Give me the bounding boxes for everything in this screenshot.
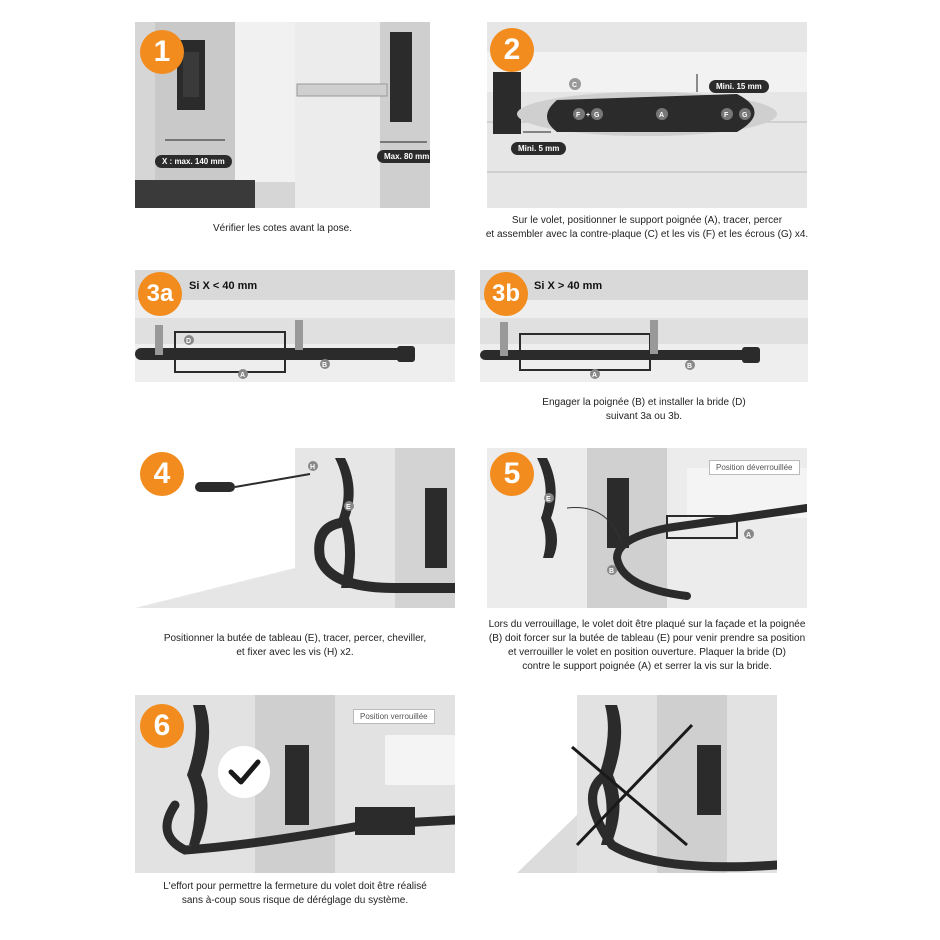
caption-line: Vérifier les cotes avant la pose. bbox=[213, 223, 352, 234]
label-f-left: F bbox=[576, 112, 581, 119]
step1-illustration: X : max. 140 mm Max. 80 mm bbox=[135, 22, 430, 208]
step6-illustration: Position verrouillée bbox=[135, 695, 455, 873]
dimension-tag-x: X : max. 140 mm bbox=[155, 155, 232, 168]
step-badge-3a: 3a bbox=[138, 272, 182, 316]
label-f-right: F bbox=[724, 112, 729, 119]
label-a: A bbox=[240, 372, 245, 379]
label-g-right: G bbox=[742, 112, 748, 119]
caption-line: Sur le volet, positionner le support poi… bbox=[511, 215, 783, 226]
step2-caption: Sur le volet, positionner le support poi… bbox=[478, 214, 816, 242]
step-badge-2: 2 bbox=[490, 28, 534, 72]
step4-caption: Positionner la butée de tableau (E), tra… bbox=[135, 632, 455, 660]
dimension-tag-max: Max. 80 mm bbox=[377, 150, 430, 163]
step3-caption: Engager la poignée (B) et installer la b… bbox=[480, 396, 808, 424]
step-badge-4: 4 bbox=[140, 452, 184, 496]
caption-line: sans à-coup sous risque de déréglage du … bbox=[181, 895, 409, 906]
dimension-tag-mini5: Mini. 5 mm bbox=[511, 142, 567, 155]
caption-line: Engager la poignée (B) et installer la b… bbox=[542, 397, 746, 408]
cross-icon bbox=[571, 723, 694, 847]
caption-line: et verrouiller le volet en position ouve… bbox=[508, 647, 786, 658]
checkmark-icon bbox=[218, 746, 270, 798]
step4-illustration: H E screwdriver-icon bbox=[135, 448, 455, 608]
caption-line: (B) doit forcer sur la butée de tableau … bbox=[488, 633, 806, 644]
caption-line: Lors du verrouillage, le volet doit être… bbox=[488, 619, 806, 630]
label-b: B bbox=[609, 568, 614, 575]
state-locked-label: Position verrouillée bbox=[353, 709, 435, 724]
label-d: D bbox=[186, 338, 191, 345]
dimension-tag-mini15: Mini. 15 mm bbox=[709, 80, 769, 93]
step3a-title: Si X < 40 mm bbox=[189, 280, 258, 292]
step5-illustration: E B A Position déverrouillée bbox=[487, 448, 807, 608]
step3b-title: Si X > 40 mm bbox=[534, 280, 603, 292]
step3b-illustration: A B Si X > 40 mm bbox=[480, 270, 808, 382]
caption-line: Positionner la butée de tableau (E), tra… bbox=[163, 633, 427, 644]
label-plus: + bbox=[586, 112, 590, 119]
label-g-left: G bbox=[594, 112, 600, 119]
label-a: A bbox=[592, 372, 597, 379]
step6-wrong-illustration bbox=[517, 695, 777, 873]
label-a: A bbox=[659, 112, 664, 119]
label-a: A bbox=[746, 532, 751, 539]
caption-line: et assembler avec la contre-plaque (C) e… bbox=[485, 229, 809, 240]
step-badge-3b: 3b bbox=[484, 272, 528, 316]
step-badge-6: 6 bbox=[140, 704, 184, 748]
caption-line: et fixer avec les vis (H) x2. bbox=[236, 647, 354, 658]
label-h: H bbox=[310, 464, 315, 471]
step3a-illustration: D A B Si X < 40 mm bbox=[135, 270, 455, 382]
label-e: E bbox=[546, 496, 551, 503]
step1-caption: Vérifier les cotes avant la pose. bbox=[135, 222, 430, 236]
label-b: B bbox=[322, 362, 327, 369]
step6-caption: L'effort pour permettre la fermeture du … bbox=[135, 880, 455, 908]
caption-line: L'effort pour permettre la fermeture du … bbox=[163, 881, 427, 892]
label-c: C bbox=[572, 82, 577, 89]
step-badge-1: 1 bbox=[140, 30, 184, 74]
label-b: B bbox=[687, 363, 692, 370]
step5-caption: Lors du verrouillage, le volet doit être… bbox=[480, 618, 814, 674]
step-badge-5: 5 bbox=[490, 452, 534, 496]
label-e: E bbox=[346, 504, 351, 511]
caption-line: suivant 3a ou 3b. bbox=[605, 411, 683, 422]
state-unlocked-label: Position déverrouillée bbox=[709, 460, 800, 475]
step2-illustration: A C F G F G + Mini. 15 mm Mini. 5 mm bbox=[487, 22, 807, 208]
caption-line: contre le support poignée (A) et serrer … bbox=[522, 661, 772, 672]
